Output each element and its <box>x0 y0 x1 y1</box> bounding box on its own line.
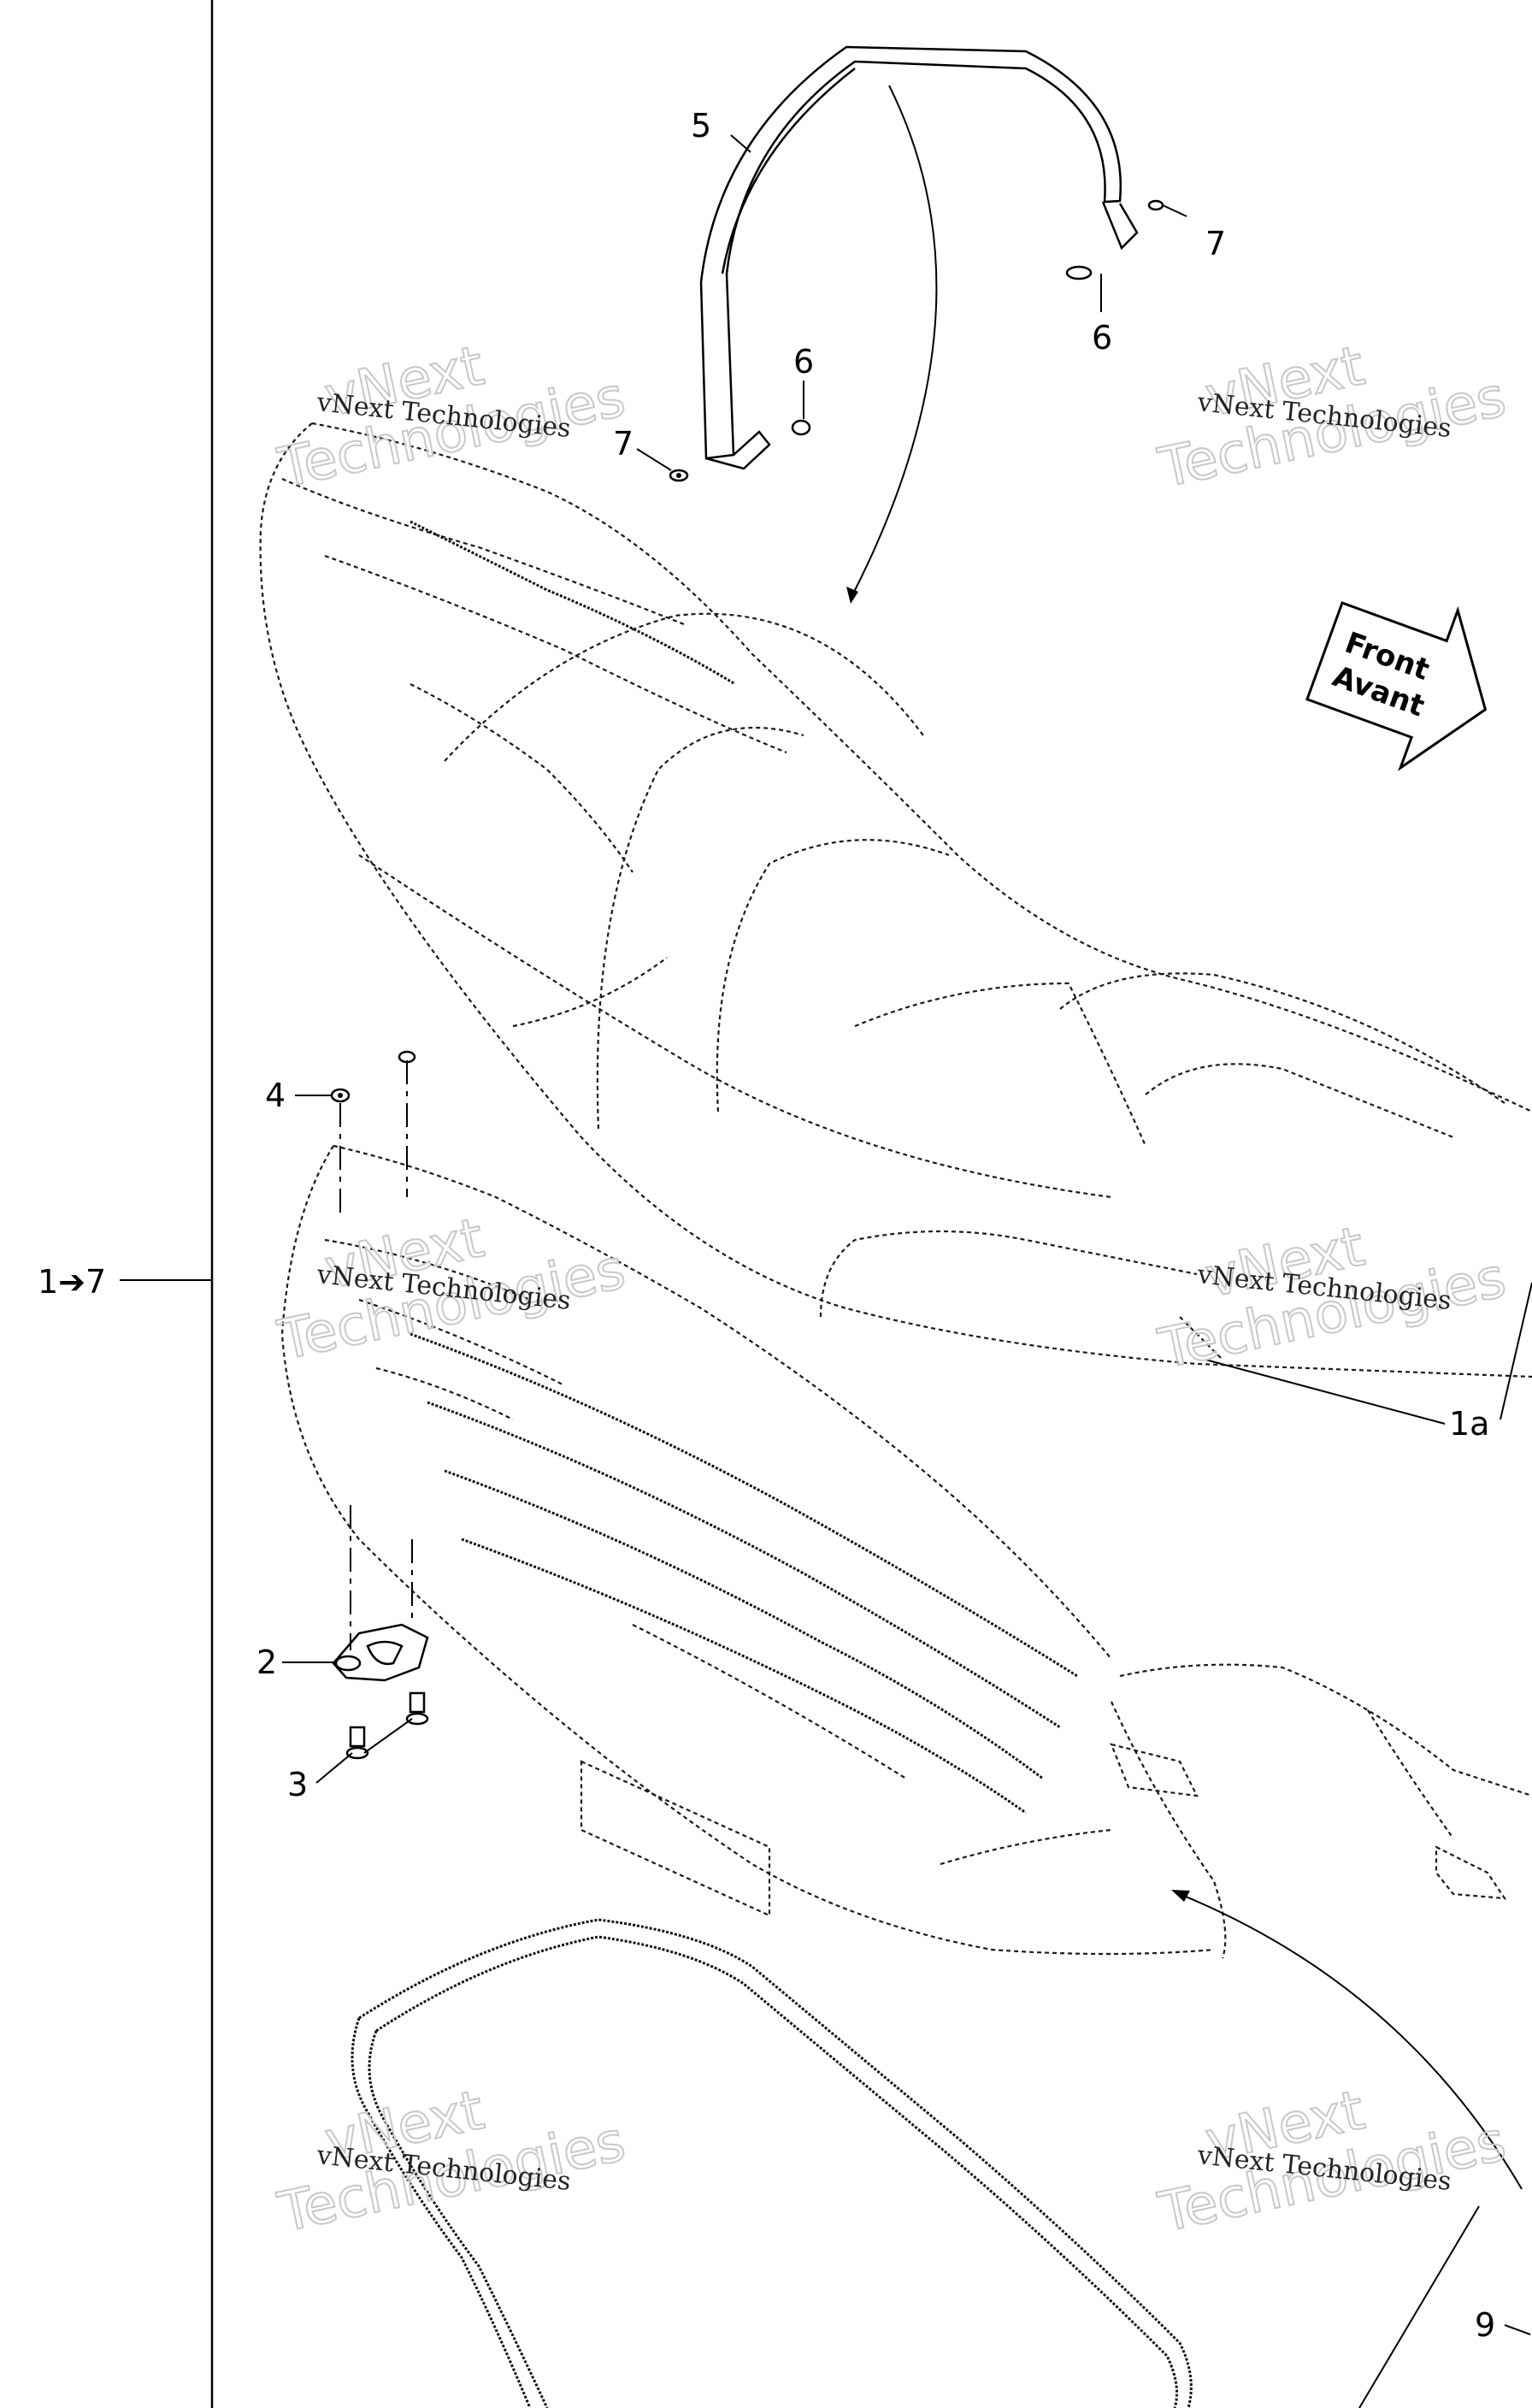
callout-6-top: 6 <box>1092 319 1112 357</box>
callout-4: 4 <box>265 1077 286 1114</box>
callout-labels: 1➔7 1a 2 3 4 5 6 6 7 7 9 <box>38 107 1495 2344</box>
install-arrow-strap <box>846 85 938 604</box>
watermark-bottom-left: vNext Technologies <box>272 2078 632 2246</box>
seat-gasket <box>351 1918 1193 2408</box>
callout-9: 9 <box>1475 2306 1495 2344</box>
callout-6-mid: 6 <box>793 343 814 381</box>
callout-1a: 1a <box>1449 1405 1489 1443</box>
watermark-bottom-right: vNext Technologies <box>1152 2078 1512 2246</box>
latch-part-2 <box>332 1623 429 1682</box>
washers-part-4 <box>330 1050 416 1103</box>
seat-strap-part-5 <box>699 45 1139 470</box>
seat-base <box>280 1144 1532 1959</box>
callout-3: 3 <box>287 1766 308 1803</box>
assembly-bracket <box>120 0 214 2408</box>
callout-7-left: 7 <box>613 425 633 463</box>
callout-5: 5 <box>691 107 711 145</box>
callout-range: 1➔7 <box>38 1263 106 1301</box>
phantom-lines <box>339 1060 413 1650</box>
callout-leaders <box>282 134 1532 2408</box>
install-arrow-base <box>1171 1890 1523 2190</box>
seat-cover-part-1a <box>259 422 1532 1378</box>
callout-7-right: 7 <box>1205 225 1226 263</box>
front-direction-arrow: Front Avant <box>1305 601 1488 771</box>
screws-part-3 <box>345 1691 429 1760</box>
callout-2: 2 <box>256 1644 277 1681</box>
strap-hardware <box>669 199 1164 482</box>
